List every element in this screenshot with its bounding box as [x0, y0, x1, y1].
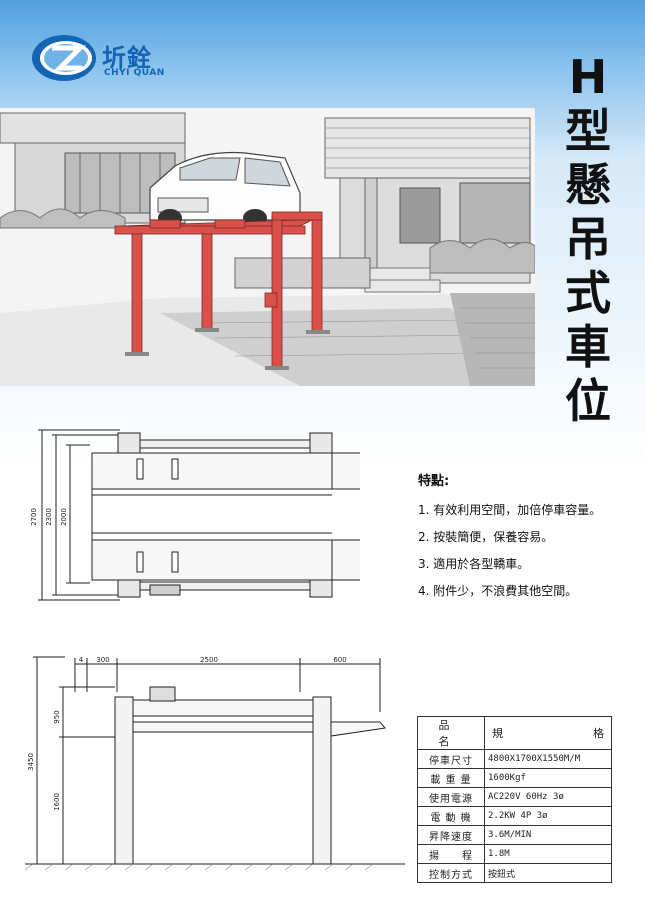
- title-char: 式: [565, 266, 611, 320]
- dim-label: 2500: [200, 656, 218, 664]
- spec-header-name: 品 名: [417, 716, 485, 750]
- spec-value: 1600Kgf: [484, 768, 612, 788]
- dim-label: 2000: [60, 508, 68, 526]
- top-view-drawing: 2700 2300 2000: [30, 429, 360, 601]
- title-char: 車: [565, 320, 611, 374]
- dim-label: 2700: [30, 508, 38, 526]
- spec-value: 1.8M: [484, 844, 612, 864]
- spec-value: AC220V 60Hz 3ø: [484, 787, 612, 807]
- title-char: 吊: [565, 212, 611, 266]
- spec-key: 電 動 機: [417, 806, 485, 826]
- spec-header-value: 規格: [484, 716, 612, 750]
- dim-label: 2300: [45, 508, 53, 526]
- brand-logo: 圻銓 CHYI QUAN: [30, 32, 180, 86]
- title-char: 型: [565, 104, 611, 158]
- features-title: 特點:: [418, 474, 450, 489]
- spec-value: 2.2KW 4P 3ø: [484, 806, 612, 826]
- parking-lift-illustration: [0, 108, 535, 386]
- spec-value: 按鈕式: [484, 863, 612, 883]
- feature-item: 4. 附件少，不浪費其他空間。: [418, 584, 578, 598]
- dim-label: 600: [333, 656, 346, 664]
- title-char: 位: [565, 374, 611, 428]
- dim-label: 3450: [27, 753, 35, 771]
- spec-header-left: 規: [492, 727, 503, 740]
- spec-key: 揚 程: [417, 844, 485, 864]
- brand-name-en: CHYI QUAN: [104, 68, 165, 78]
- dim-label: 1600: [53, 793, 61, 811]
- feature-item: 2. 按裝簡便，保養容易。: [418, 530, 554, 544]
- dim-label: 950: [53, 710, 61, 723]
- spec-key: 載 重 量: [417, 768, 485, 788]
- dim-label: 4: [79, 656, 84, 664]
- brand-emblem-icon: [32, 35, 96, 81]
- dim-label: 300: [96, 656, 109, 664]
- spec-value: 3.6M/MIN: [484, 825, 612, 845]
- feature-item: 3. 適用於各型轎車。: [418, 557, 530, 571]
- side-view-drawing: 4 300 2500 600 950 1600 3450: [25, 656, 405, 871]
- spec-key: 使用電源: [417, 787, 485, 807]
- table-row: 控制方式按鈕式: [417, 863, 612, 883]
- title-char: H: [568, 50, 608, 104]
- feature-item: 1. 有效利用空間，加倍停車容量。: [418, 503, 602, 517]
- features-section: 特點: 1. 有效利用空間，加倍停車容量。 2. 按裝簡便，保養容易。 3. 適…: [418, 470, 638, 609]
- spec-key: 控制方式: [417, 863, 485, 883]
- product-title: H 型 懸 吊 式 車 位: [548, 50, 628, 428]
- spec-header-right: 格: [593, 727, 604, 740]
- spec-value: 4800X1700X1550M/M: [484, 749, 612, 769]
- spec-key: 停車尺寸: [417, 749, 485, 769]
- spec-key: 昇降速度: [417, 825, 485, 845]
- spec-header-row: 品 名 規格: [417, 716, 612, 750]
- brand-name-cn: 圻銓: [102, 44, 152, 72]
- title-char: 懸: [565, 158, 611, 212]
